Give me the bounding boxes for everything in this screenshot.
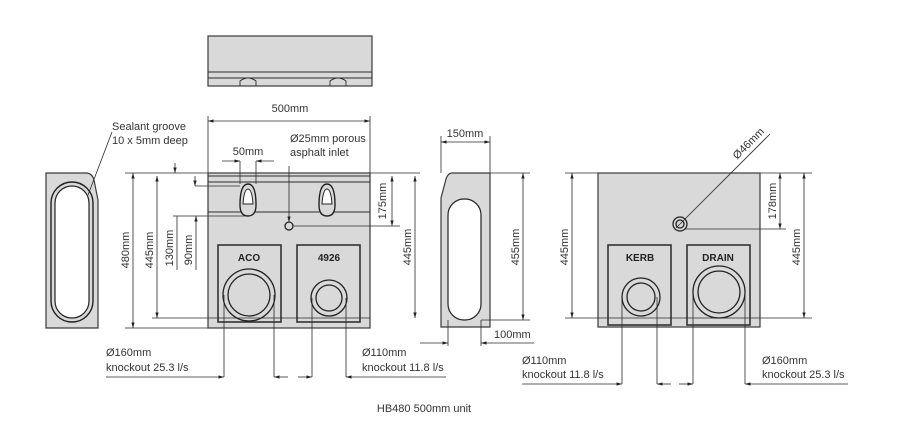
top-view bbox=[207, 35, 373, 87]
sealant-note-line2: 10 x 5mm deep bbox=[112, 135, 188, 147]
inlet-note-line2: asphalt inlet bbox=[290, 147, 349, 159]
porous-inlet-icon bbox=[284, 221, 294, 231]
rear-height-445-left: 445mm bbox=[559, 229, 571, 266]
rear-view bbox=[522, 133, 848, 386]
box-label-drain: DRAIN bbox=[702, 253, 734, 264]
front-dimensions bbox=[106, 116, 446, 379]
inlet-note-line1: Ø25mm porous bbox=[290, 133, 366, 145]
outlet-right-flow: knockout 11.8 l/s bbox=[362, 362, 444, 374]
side-base-dim: 100mm bbox=[494, 329, 531, 341]
dim-175: 175mm bbox=[377, 183, 389, 220]
lug-dim: 50mm bbox=[233, 146, 264, 158]
rear-height-445-right: 445mm bbox=[791, 229, 803, 266]
outlet-right-size: Ø110mm bbox=[362, 347, 406, 359]
height-445-left-dim: 445mm bbox=[144, 232, 156, 269]
outlet-left-size: Ø160mm bbox=[106, 347, 151, 359]
dim-90: 90mm bbox=[183, 235, 195, 266]
dim-130: 130mm bbox=[164, 230, 176, 267]
side-width-dim: 150mm bbox=[447, 128, 484, 140]
hole-46-dim: Ø46mm bbox=[731, 126, 767, 162]
lug-icon bbox=[239, 77, 347, 86]
lifting-lug-left bbox=[239, 183, 257, 217]
box-label-aco: ACO bbox=[238, 253, 260, 264]
dim-178: 178mm bbox=[767, 183, 779, 220]
side-view bbox=[420, 136, 534, 346]
height-480-dim: 480mm bbox=[120, 232, 132, 269]
front-width-dim: 500mm bbox=[272, 103, 309, 115]
rear-outlet-right-size: Ø160mm bbox=[762, 355, 807, 367]
lifting-lug-right bbox=[318, 183, 336, 217]
outlet-left-flow: knockout 25.3 l/s bbox=[106, 362, 189, 374]
box-label-kerb: KERB bbox=[626, 253, 654, 264]
rear-outlet-left-size: Ø110mm bbox=[522, 355, 566, 367]
box-label-4926: 4926 bbox=[318, 253, 341, 264]
rear-outlet-left-flow: knockout 11.8 l/s bbox=[522, 369, 604, 381]
left-side-view bbox=[45, 131, 113, 329]
rear-outlet-right-flow: knockout 25.3 l/s bbox=[762, 369, 845, 381]
height-445-right-dim: 445mm bbox=[402, 229, 414, 266]
sealant-note-line1: Sealant groove bbox=[112, 121, 186, 133]
side-height-dim: 455mm bbox=[510, 229, 522, 266]
drawing-caption: HB480 500mm unit bbox=[377, 403, 471, 415]
front-view bbox=[207, 172, 371, 329]
